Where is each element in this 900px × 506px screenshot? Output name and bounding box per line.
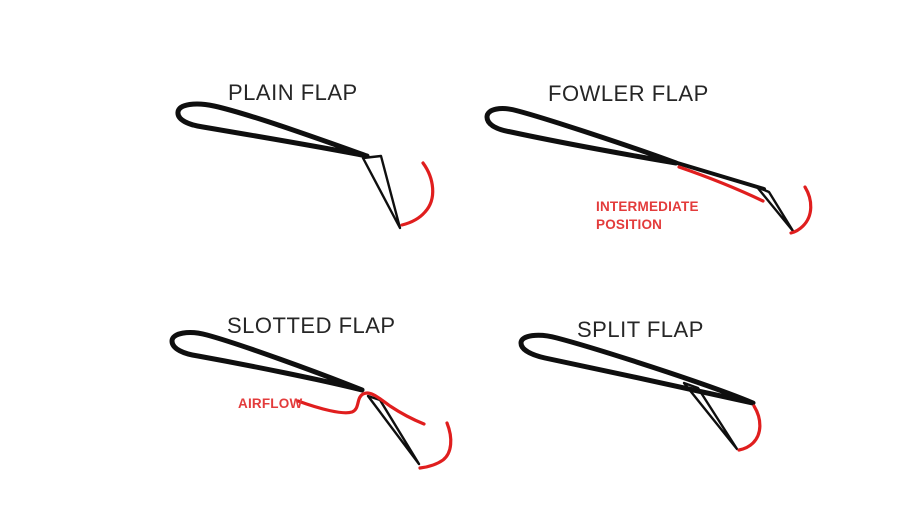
fowler-flap-annotation-line1: INTERMEDIATE	[596, 199, 699, 214]
fowler-flap-drawing	[484, 106, 813, 235]
slotted-flap-deflection-arc	[418, 421, 453, 470]
plain-flap-deflection-arc	[400, 161, 435, 227]
split-flap-deflected-panel	[682, 381, 739, 451]
split-flap-deflection-arc	[737, 404, 762, 452]
fowler-flap-deflection-arc	[789, 185, 813, 235]
plain-flap-airfoil-outline	[175, 101, 370, 159]
fowler-flap-track-highlight	[677, 165, 765, 203]
slotted-flap-drawing	[169, 330, 453, 470]
plain-flap-deflected-flap	[361, 154, 402, 230]
plain-flap-drawing	[175, 101, 435, 230]
slotted-flap-annotation: AIRFLOW	[238, 396, 303, 411]
slotted-flap-deflected-flap	[366, 394, 421, 466]
fowler-flap-extension-track	[672, 160, 766, 191]
slotted-flap-title: SLOTTED FLAP	[227, 313, 396, 338]
fowler-flap-airfoil-outline	[484, 106, 679, 166]
split-flap-title: SPLIT FLAP	[577, 317, 704, 342]
fowler-flap-title: FOWLER FLAP	[548, 81, 709, 106]
slotted-flap-airflow-line	[296, 391, 426, 426]
fowler-flap-annotation-line2: POSITION	[596, 217, 663, 232]
split-flap-drawing	[518, 332, 762, 452]
split-flap-airfoil-outline	[518, 332, 756, 406]
slotted-flap-airfoil-outline	[169, 330, 365, 393]
fowler-flap-deflected-flap	[755, 185, 795, 233]
fowler-flap-annotation: INTERMEDIATE POSITION	[596, 198, 699, 234]
plain-flap-title: PLAIN FLAP	[228, 80, 358, 105]
